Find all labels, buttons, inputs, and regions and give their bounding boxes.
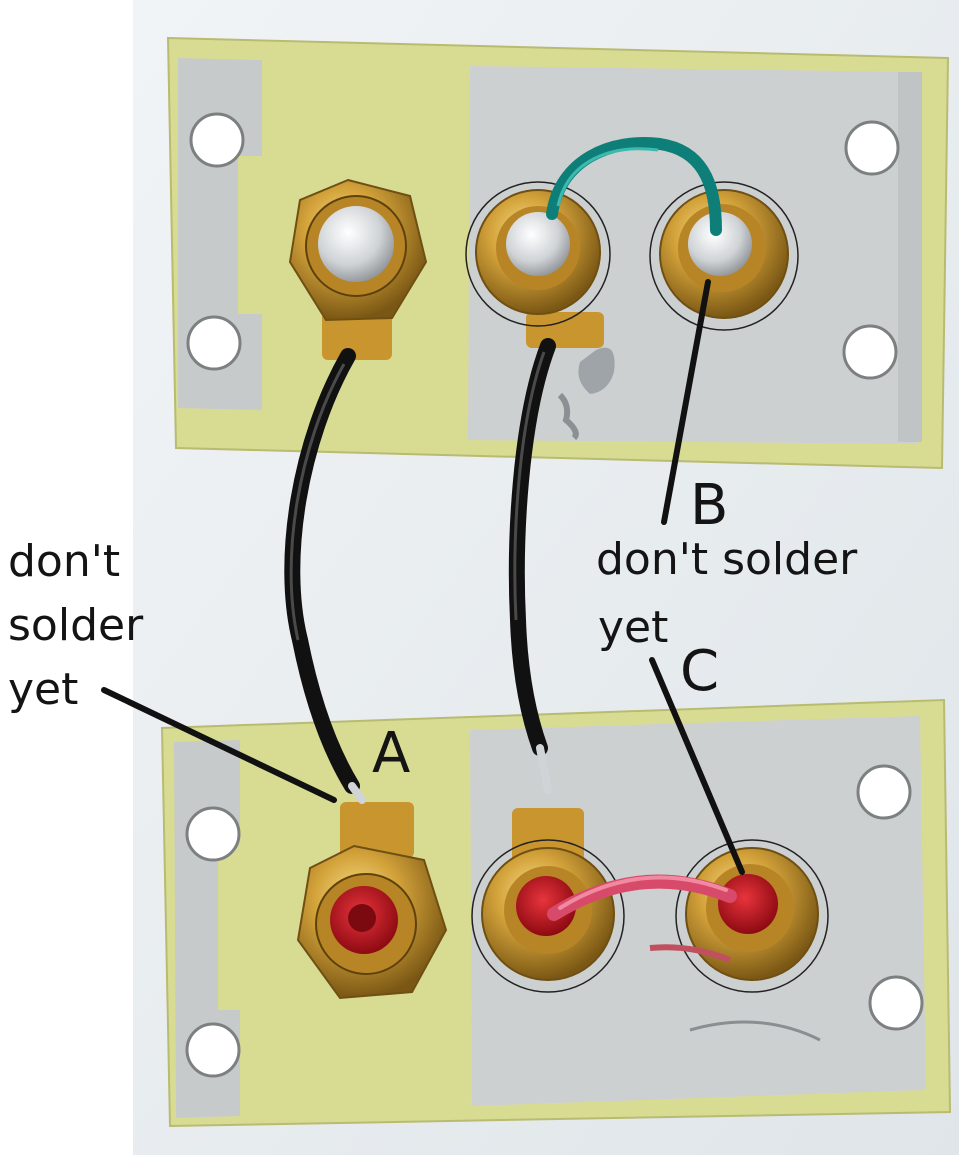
pointer-line-b [661, 279, 711, 525]
red-mark [649, 944, 732, 963]
mounting-hole [868, 975, 924, 1031]
mounting-hole [842, 324, 898, 380]
bare-lead [536, 744, 552, 794]
solder-pad [526, 312, 604, 348]
mounting-hole [189, 112, 245, 168]
top-right-edge-strip [898, 72, 922, 442]
mounting-hole [185, 806, 241, 862]
mounting-hole [186, 315, 242, 371]
mounting-hole [185, 1022, 241, 1078]
rca-jack-bottom-left [296, 844, 448, 1000]
scratch-mark [689, 1020, 821, 1042]
bare-lead [348, 782, 366, 804]
teal-wire [546, 137, 722, 236]
label-c: C [680, 639, 720, 704]
rca-jack-bottom-right [675, 839, 829, 993]
label-a: A [372, 721, 411, 786]
left-note-line-2: solder [8, 600, 144, 651]
top-board [166, 36, 950, 470]
solder-pad [322, 312, 392, 360]
rca-jack-top-middle [465, 181, 611, 327]
red-wire [547, 874, 737, 921]
rca-jack-top-left [288, 178, 428, 322]
solder-splash [557, 392, 579, 441]
solder-blob [578, 347, 615, 394]
right-note-line-1: don't solder [596, 534, 858, 585]
mounting-hole [856, 764, 912, 820]
left-note-line-3: yet [8, 664, 79, 715]
label-b: B [690, 473, 729, 538]
mounting-hole [844, 120, 900, 176]
solder-pad [340, 802, 414, 858]
black-wire-right-highlight [513, 351, 546, 621]
right-note-line-2: yet [598, 602, 669, 653]
black-wire-right [508, 338, 556, 756]
left-note-line-1: don't [8, 536, 121, 587]
rca-jack-top-right [649, 181, 799, 331]
pointer-line-a [101, 687, 337, 803]
black-wire-left-highlight [289, 363, 346, 641]
pointer-line-c [649, 657, 745, 875]
red-wire-highlight [558, 875, 728, 910]
bottom-board [160, 698, 952, 1128]
teal-wire-highlight [556, 147, 659, 207]
